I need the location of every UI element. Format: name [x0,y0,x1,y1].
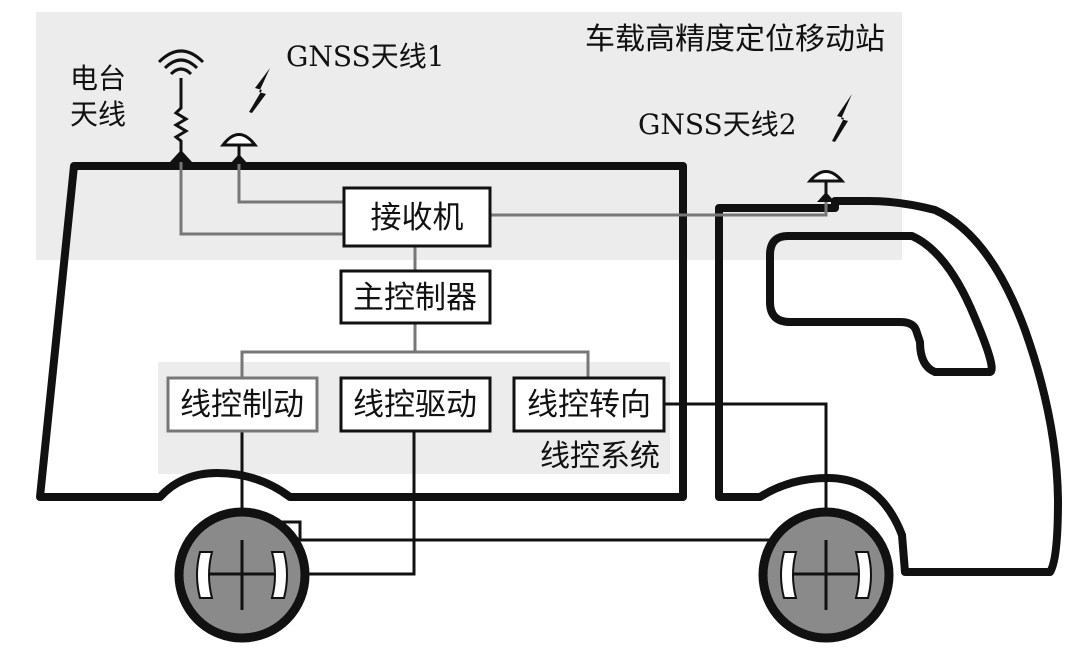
by-wire-steering-box [512,376,666,433]
main-controller-label: 主控制器 [353,280,477,316]
by-wire-drive-label: 线控驱动 [353,387,477,423]
radio-antenna-label-line2: 天线 [70,98,126,131]
region-title: 车载高精度定位移动站 [585,22,885,57]
front-wheel [758,507,894,643]
gnss-antenna-2-label: GNSS天线2 [638,108,797,141]
rear-wheel [174,507,310,643]
truck-cargo-body [36,162,687,501]
radio-antenna-label-line1: 电台 [70,62,126,95]
by-wire-brake-label: 线控制动 [180,387,304,423]
by-wire-system-label: 线控系统 [540,439,660,474]
receiver-box [342,186,492,248]
by-wire-brake-box [166,376,319,433]
by-wire-drive-box [339,376,492,433]
gnss-antenna-2-icon [806,170,846,202]
by-wire-steering-label: 线控转向 [527,387,651,423]
receiver-label: 接收机 [371,200,464,236]
radio-antenna-icon [157,49,205,162]
gnss-antenna-1-label: GNSS天线1 [286,40,445,73]
main-controller-box [339,269,492,325]
signal-bolt-2-icon [832,94,852,142]
truck-cab [715,197,1062,576]
cab-window [766,232,996,376]
gnss-antenna-1-icon [219,133,259,164]
signal-bolt-1-icon [249,68,270,113]
